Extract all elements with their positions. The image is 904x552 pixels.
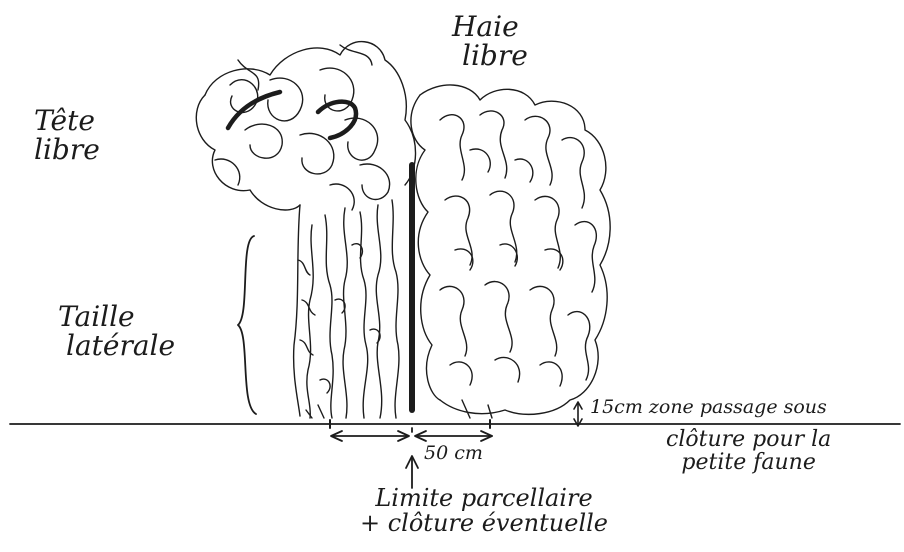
label-line: Haie	[452, 12, 528, 41]
label-limite: Limite parcellaire + clôture éventuelle	[360, 486, 608, 536]
label-line: latérale	[66, 331, 175, 360]
label-tete-libre: Tête libre	[34, 106, 100, 165]
label-line: Tête	[34, 106, 100, 135]
label-line: clôture pour la	[666, 428, 831, 451]
label-line: petite faune	[666, 451, 831, 474]
lateral-trim-brace	[238, 236, 256, 414]
label-haie-libre: Haie libre	[452, 12, 528, 71]
dimension-line	[331, 428, 492, 441]
label-line: libre	[452, 41, 528, 70]
label-cloture-faune: clôture pour la petite faune	[666, 428, 831, 474]
gap-marker	[574, 402, 582, 426]
hedge-right	[411, 85, 610, 418]
label-line: + clôture éventuelle	[360, 511, 608, 536]
label-distance: 50 cm	[424, 444, 483, 464]
label-passage: 15cm zone passage sous	[590, 398, 827, 418]
label-line: Taille	[58, 302, 175, 331]
crown-thick-stroke	[318, 102, 356, 138]
label-taille-laterale: Taille latérale	[58, 302, 175, 361]
hedge-left-wall	[294, 200, 399, 418]
label-line: libre	[34, 135, 100, 164]
label-line: Limite parcellaire	[360, 486, 608, 511]
